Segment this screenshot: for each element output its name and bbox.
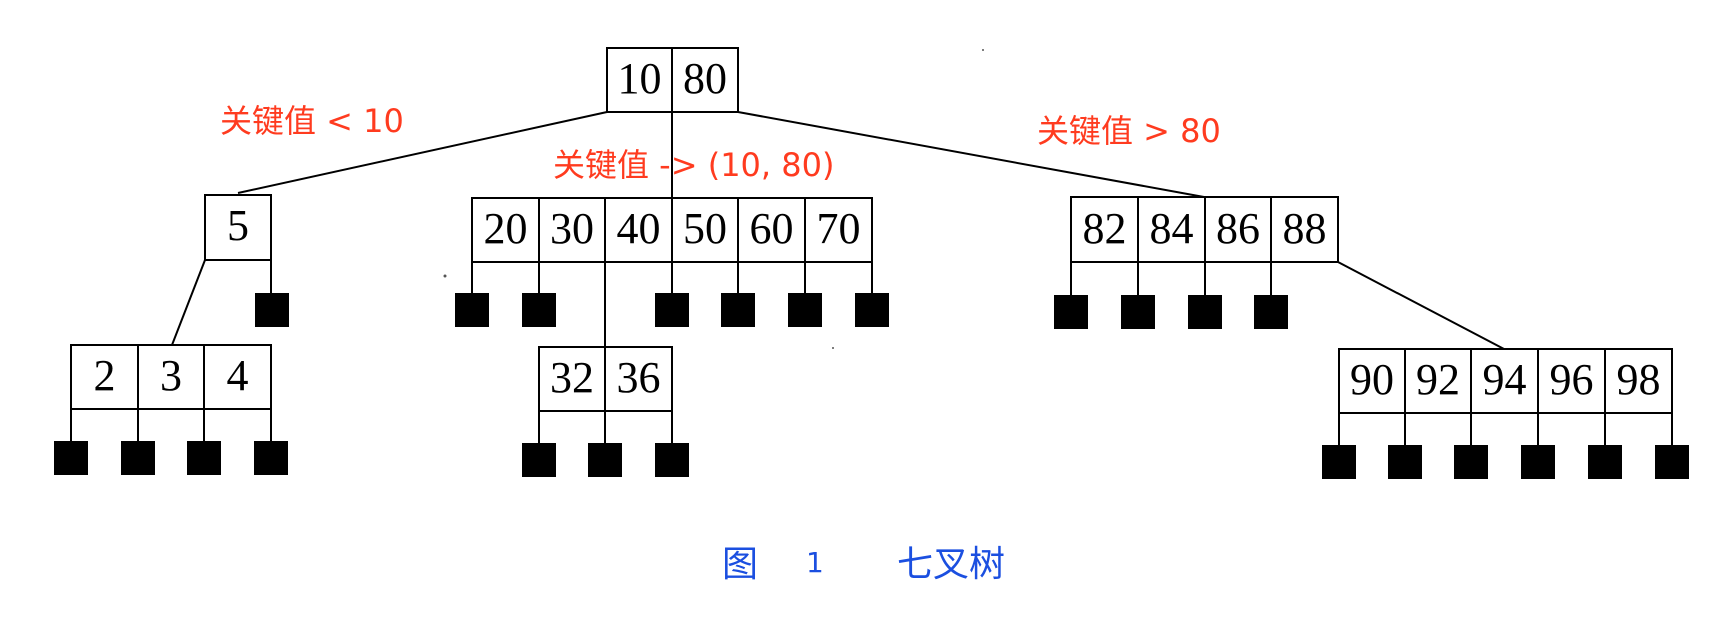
empty-leaf bbox=[1655, 445, 1689, 479]
key-label: 4 bbox=[227, 351, 249, 400]
key-label: 32 bbox=[550, 353, 594, 402]
empty-leaf bbox=[655, 293, 689, 327]
key-label: 98 bbox=[1617, 355, 1661, 404]
annotation-between-10-and-80: 关键值 -> (10, 80) bbox=[553, 146, 834, 184]
key-label: 36 bbox=[617, 353, 661, 402]
tree-node-90-98: 90 92 94 96 98 bbox=[1322, 348, 1689, 479]
empty-leaf bbox=[588, 443, 622, 477]
empty-leaf bbox=[721, 293, 755, 327]
empty-leaf bbox=[855, 293, 889, 327]
empty-leaf bbox=[1121, 295, 1155, 329]
key-label: 20 bbox=[484, 204, 528, 253]
key-cell bbox=[1338, 348, 1406, 414]
tree-edges bbox=[171, 111, 1505, 350]
key-cell bbox=[604, 346, 673, 412]
empty-leaf bbox=[255, 293, 289, 327]
empty-leaf bbox=[187, 441, 221, 475]
key-cell bbox=[604, 197, 673, 263]
empty-leaf bbox=[1588, 445, 1622, 479]
annotation-greater-than-80: 关键值 > 80 bbox=[1037, 112, 1221, 150]
key-label: 82 bbox=[1083, 204, 1127, 253]
empty-leaf bbox=[54, 441, 88, 475]
key-cell bbox=[471, 197, 540, 263]
key-label: 80 bbox=[683, 54, 727, 103]
key-cell bbox=[1470, 348, 1539, 414]
key-label: 94 bbox=[1483, 355, 1527, 404]
key-label: 50 bbox=[683, 204, 727, 253]
empty-leaf bbox=[1054, 295, 1088, 329]
edge-root-to-node-5 bbox=[237, 111, 608, 194]
empty-leaf bbox=[1454, 445, 1488, 479]
key-label: 86 bbox=[1216, 204, 1260, 253]
key-cell bbox=[1604, 348, 1673, 414]
edge-root-to-node-82 bbox=[737, 111, 1205, 198]
key-label: 10 bbox=[618, 54, 662, 103]
empty-leaf bbox=[121, 441, 155, 475]
tree-node-82-88: 82 84 86 88 bbox=[1054, 196, 1339, 329]
key-cell bbox=[1070, 196, 1139, 263]
caption-prefix: 图 bbox=[722, 544, 758, 585]
edge-node-5-to-node-2 bbox=[171, 259, 206, 346]
empty-leaf bbox=[254, 441, 288, 475]
key-label: 3 bbox=[160, 351, 182, 400]
key-label: 2 bbox=[94, 351, 116, 400]
key-cell bbox=[1270, 196, 1339, 263]
empty-leaf bbox=[455, 293, 489, 327]
key-cell bbox=[137, 344, 205, 410]
caption-number: 1 bbox=[806, 546, 824, 579]
key-label: 40 bbox=[617, 204, 661, 253]
tree-node-20-70: 20 30 40 50 60 70 bbox=[455, 197, 889, 327]
tree-node-root: 10 80 bbox=[606, 47, 739, 113]
empty-leaf bbox=[1254, 295, 1288, 329]
key-label: 96 bbox=[1550, 355, 1594, 404]
empty-leaf bbox=[788, 293, 822, 327]
scan-speck bbox=[982, 49, 984, 51]
key-label: 88 bbox=[1283, 204, 1327, 253]
key-label: 92 bbox=[1416, 355, 1460, 404]
empty-leaf bbox=[1188, 295, 1222, 329]
key-label: 90 bbox=[1350, 355, 1394, 404]
caption-title: 七叉树 bbox=[897, 544, 1005, 585]
empty-leaf bbox=[655, 443, 689, 477]
empty-leaf bbox=[522, 293, 556, 327]
figure-caption: 图 1 七叉树 bbox=[722, 544, 1005, 585]
key-cell bbox=[804, 197, 873, 263]
key-label: 70 bbox=[817, 204, 861, 253]
annotation-less-than-10: 关键值 < 10 bbox=[220, 102, 404, 140]
scan-speck bbox=[443, 274, 447, 278]
scan-speck bbox=[832, 347, 834, 349]
edge-node-88-to-node-90 bbox=[1337, 261, 1505, 350]
key-cell bbox=[1137, 196, 1206, 263]
tree-node-32-36: 32 36 bbox=[522, 346, 689, 477]
key-label: 60 bbox=[750, 204, 794, 253]
key-cell bbox=[204, 194, 272, 261]
key-cell bbox=[606, 47, 673, 113]
key-label: 84 bbox=[1150, 204, 1194, 253]
key-cell bbox=[538, 197, 606, 263]
key-label: 5 bbox=[227, 201, 249, 250]
key-label: 30 bbox=[550, 204, 594, 253]
tree-node-2-4: 2 3 4 bbox=[54, 344, 288, 475]
empty-leaf bbox=[1322, 445, 1356, 479]
key-cell bbox=[671, 47, 739, 113]
empty-leaf bbox=[522, 443, 556, 477]
tree-node-5: 5 bbox=[204, 194, 289, 327]
empty-leaf bbox=[1521, 445, 1555, 479]
key-cell bbox=[203, 344, 272, 410]
empty-leaf bbox=[1388, 445, 1422, 479]
